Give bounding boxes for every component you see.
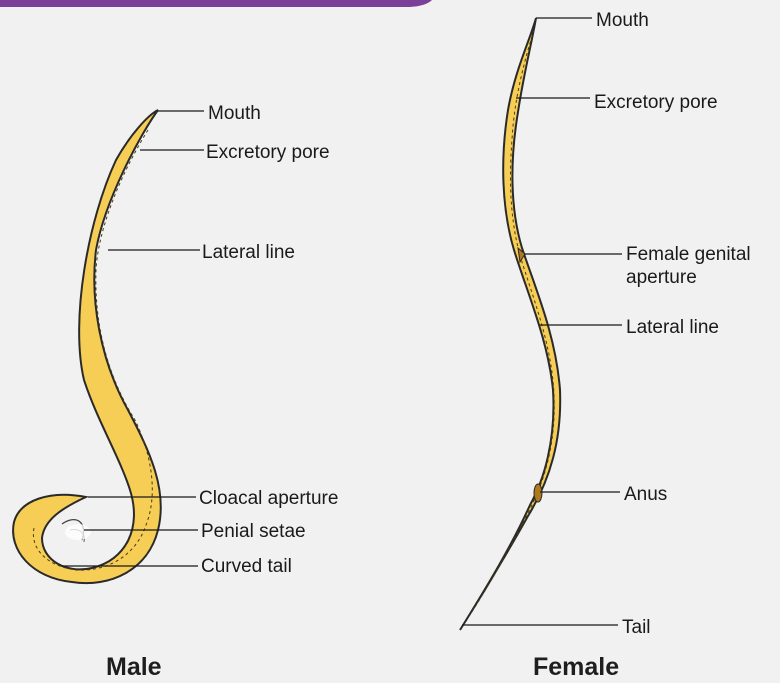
male-excretory-pore-label: Excretory pore: [206, 142, 330, 163]
female-genital-aperture-label-line1: Female genital: [626, 244, 751, 265]
female-worm: [460, 18, 560, 630]
male-worm: [13, 110, 161, 583]
female-genital-aperture-label-line2: aperture: [626, 267, 697, 288]
female-anus-label: Anus: [624, 484, 667, 505]
header-bar: [0, 0, 432, 7]
female-caption: Female: [533, 653, 619, 681]
male-lateral-line-label: Lateral line: [202, 242, 295, 263]
female-tail-label: Tail: [622, 617, 651, 638]
female-excretory-pore-label: Excretory pore: [594, 92, 718, 113]
male-penial-setae-label: Penial setae: [201, 521, 306, 542]
female-lateral-line-label: Lateral line: [626, 317, 719, 338]
female-mouth-label: Mouth: [596, 10, 649, 31]
female-anus: [534, 484, 542, 502]
male-cloacal-aperture-label: Cloacal aperture: [199, 488, 338, 509]
male-curved-tail-label: Curved tail: [201, 556, 292, 577]
female-worm-body: [460, 18, 560, 630]
male-caption: Male: [106, 653, 162, 681]
male-mouth-label: Mouth: [208, 103, 261, 124]
male-worm-body: [13, 110, 161, 583]
setae-highlight: [65, 524, 91, 540]
